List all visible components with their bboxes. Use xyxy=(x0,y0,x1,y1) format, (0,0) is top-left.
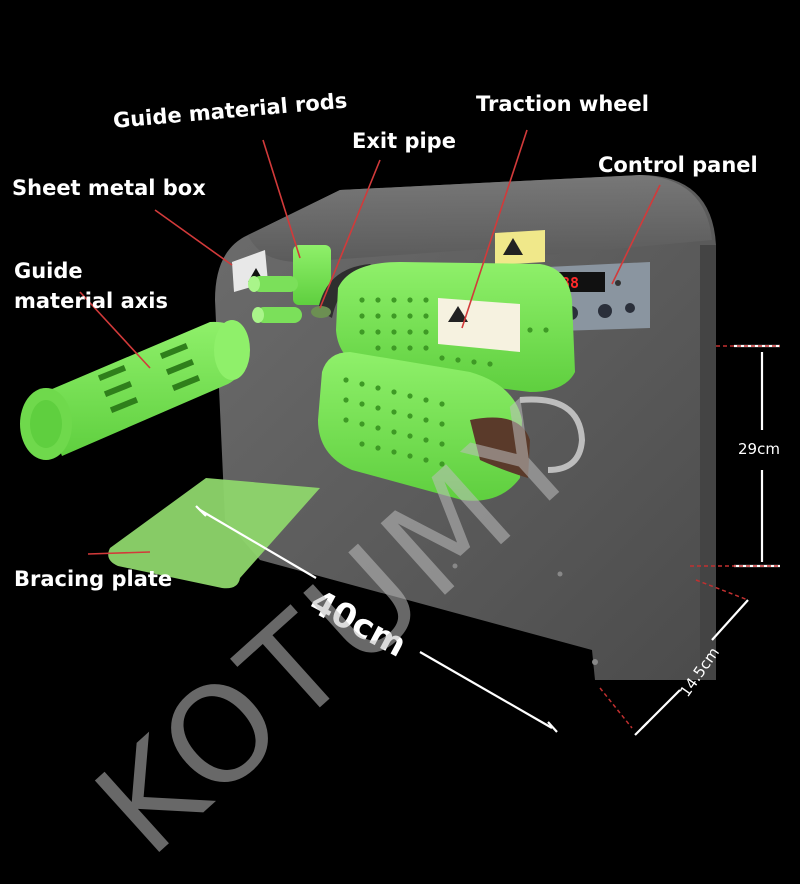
traction-wheel xyxy=(336,262,575,392)
label-exit-pipe: Exit pipe xyxy=(352,129,456,153)
dimension-height-label: 29cm xyxy=(738,440,780,458)
guide-material-rods xyxy=(232,245,331,323)
exit-pipe xyxy=(311,264,378,318)
label-control-panel: Control panel xyxy=(598,153,758,177)
label-guide-material-axis-line1: Guide xyxy=(14,259,83,283)
callout-lines xyxy=(79,129,661,555)
label-bracing-plate: Bracing plate xyxy=(14,567,173,591)
label-sheet-metal-box: Sheet metal box xyxy=(12,176,206,200)
lower-roller-plate xyxy=(318,352,586,501)
dimension-guides xyxy=(599,345,780,729)
dimension-lines xyxy=(195,344,780,736)
guide-material-axis xyxy=(20,320,250,460)
air-cushion-machine-illustration: 888 xyxy=(20,129,780,736)
bracing-plate xyxy=(108,478,320,589)
label-guide-material-axis-line2: material axis xyxy=(14,289,168,313)
label-traction-wheel: Traction wheel xyxy=(476,92,649,116)
